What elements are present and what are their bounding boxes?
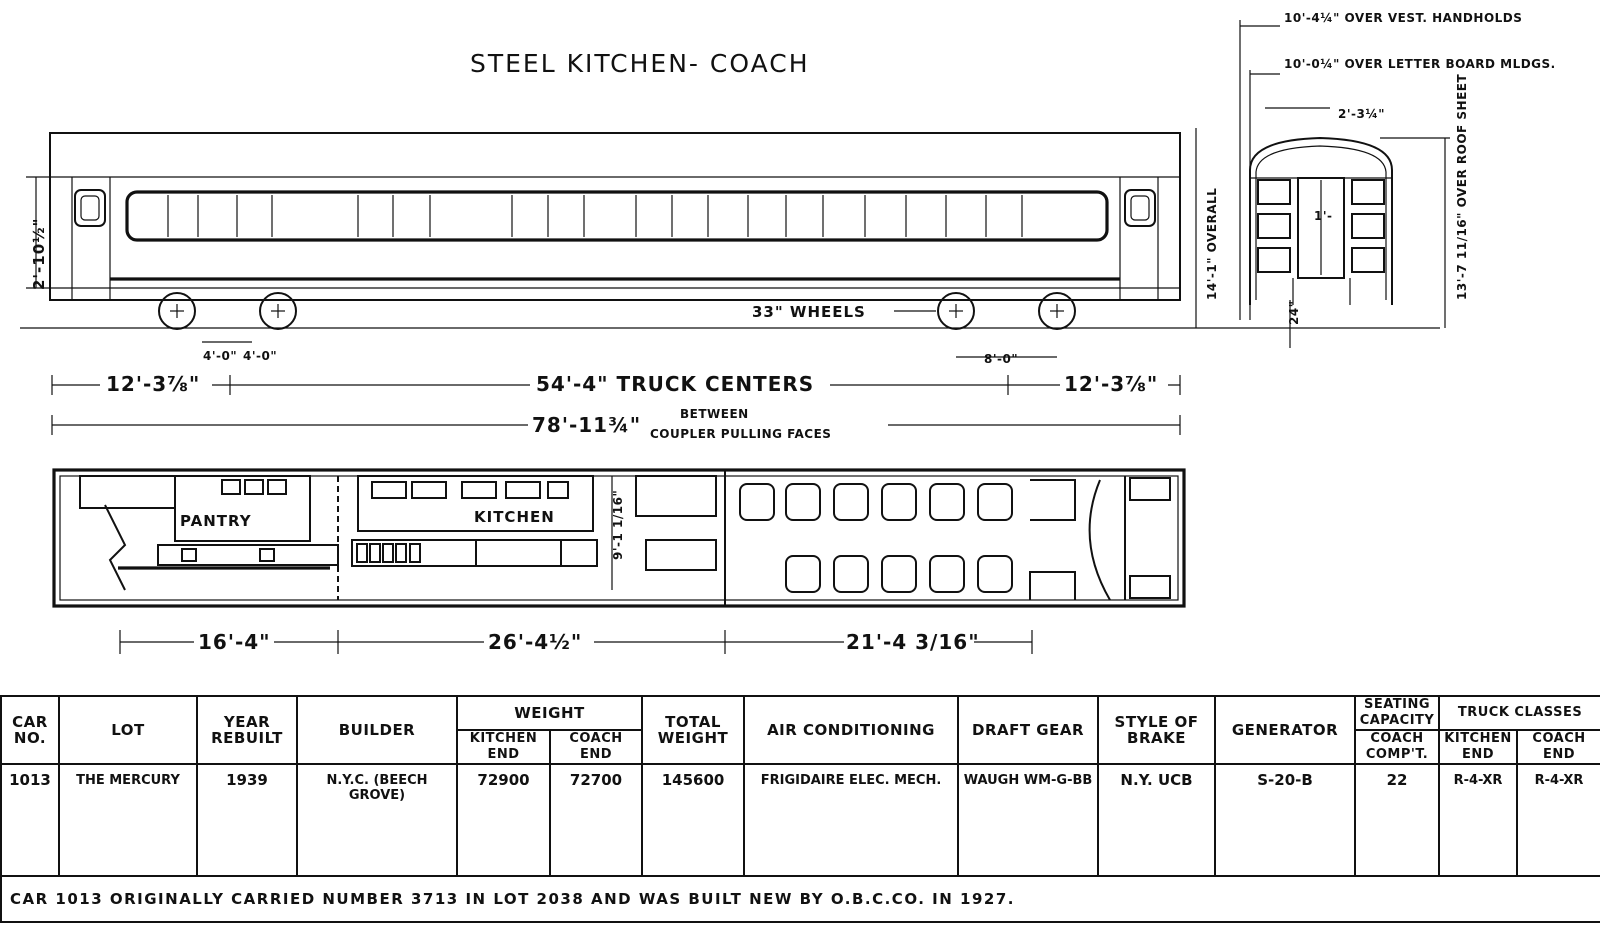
window-height-dim: 2'-10½"	[30, 218, 48, 290]
table-row: 1013 THE MERCURY 1939 N.Y.C. (BEECH GROV…	[0, 763, 1600, 877]
header-kitchen-end-weight: KITCHEN END	[456, 729, 551, 765]
over-letter-dim: 10'-0¼" OVER LETTER BOARD MLDGS.	[1284, 57, 1556, 71]
diagram-title: STEEL KITCHEN- COACH	[470, 49, 810, 78]
header-draft-gear: DRAFT GEAR	[957, 695, 1100, 765]
cell-year-rebuilt: 1939	[196, 763, 298, 877]
door-dim: 1'-	[1314, 209, 1333, 223]
cell-air-conditioning: FRIGIDAIRE ELEC. MECH.	[743, 763, 960, 877]
coupler-caption-1: BETWEEN	[680, 407, 749, 421]
cell-builder: N.Y.C. (BEECH GROVE)	[296, 763, 458, 877]
cell-truck-kitchen-end: R-4-XR	[1438, 763, 1519, 877]
header-generator: GENERATOR	[1214, 695, 1357, 765]
pantry-label: PANTRY	[180, 512, 252, 530]
trucks	[158, 292, 1076, 330]
over-vest-dim: 10'-4¼" OVER VEST. HANDHOLDS	[1284, 11, 1522, 25]
side-elevation: 2'-10½" 14'-1" OVERALL 4'-0" 4'-0" 33" W…	[20, 128, 1440, 441]
coupler-length-dim: 78'-11¾"	[532, 413, 641, 437]
cell-car-no: 1013	[0, 763, 60, 877]
coach-seats	[739, 483, 1013, 593]
pantry-length-dim: 16'-4"	[198, 630, 271, 654]
end-overhang-right-dim: 12'-3⅞"	[1064, 372, 1158, 396]
cell-generator: S-20-B	[1214, 763, 1357, 877]
header-weight: WEIGHT	[455, 695, 644, 731]
car-width-dim: 9'-1 1/16"	[611, 490, 625, 560]
header-lot: LOT	[58, 695, 198, 765]
overall-height-dim: 14'-1" OVERALL	[1205, 188, 1219, 300]
kitchen-label: KITCHEN	[474, 508, 555, 526]
coupler-caption-2: COUPLER PULLING FACES	[650, 427, 831, 441]
end-small-dim: 2'-3¼"	[1338, 107, 1385, 121]
header-style-of-brake: STYLE OF BRAKE	[1097, 695, 1217, 765]
coach-length-dim: 21'-4 3/16"	[846, 630, 980, 654]
header-total-weight: TOTAL WEIGHT	[641, 695, 746, 765]
cell-style-of-brake: N.Y. UCB	[1097, 763, 1217, 877]
header-coach-compt: COACH COMP'T.	[1354, 729, 1441, 765]
cell-draft-gear: WAUGH WM-G-BB	[957, 763, 1100, 877]
cell-total-weight: 145600	[641, 763, 746, 877]
cell-coach-end-weight: 72700	[548, 763, 644, 877]
end-view: 10'-4¼" OVER VEST. HANDHOLDS 10'-0¼" OVE…	[1239, 11, 1556, 348]
end-bottom-dim: 24"	[1287, 301, 1301, 325]
roof-sheet-dim: 13'-7 11/16" OVER ROOF SHEET	[1455, 74, 1469, 300]
spec-table: CAR NO. LOT YEAR REBUILT BUILDER WEIGHT …	[0, 695, 1600, 923]
header-year-rebuilt: YEAR REBUILT	[196, 695, 298, 765]
window-band	[167, 195, 1023, 237]
car-diagram: STEEL KITCHEN- COACH	[20, 11, 1556, 654]
end-overhang-left-dim: 12'-3⅞"	[106, 372, 200, 396]
header-coach-end-weight: COACH END	[548, 729, 644, 765]
cell-coach-compt: 22	[1354, 763, 1441, 877]
header-truck-classes: TRUCK CLASSES	[1438, 695, 1600, 731]
wheelbase-a-dim: 4'-0"	[203, 349, 237, 363]
floor-plan: PANTRY KITCHEN 9'-1 1/16"	[52, 468, 1186, 654]
wheelbase-b-dim: 4'-0"	[243, 349, 277, 363]
header-builder: BUILDER	[296, 695, 458, 765]
cell-kitchen-end-weight: 72900	[456, 763, 551, 877]
truck-centers-dim: 54'-4" TRUCK CENTERS	[536, 372, 814, 396]
header-seating-capacity: SEATING CAPACITY	[1354, 695, 1441, 731]
cell-truck-coach-end: R-4-XR	[1516, 763, 1600, 877]
header-truck-coach-end: COACH END	[1516, 729, 1600, 765]
history-note: CAR 1013 ORIGINALLY CARRIED NUMBER 3713 …	[0, 875, 1600, 923]
cell-lot: THE MERCURY	[58, 763, 198, 877]
header-truck-kitchen-end: KITCHEN END	[1438, 729, 1519, 765]
wheelbase-right-dim: 8'-0"	[984, 352, 1018, 366]
kitchen-length-dim: 26'-4½"	[488, 630, 582, 654]
wheels-label: 33" WHEELS	[752, 303, 866, 321]
header-car-no: CAR NO.	[0, 695, 60, 765]
header-air-conditioning: AIR CONDITIONING	[743, 695, 960, 765]
